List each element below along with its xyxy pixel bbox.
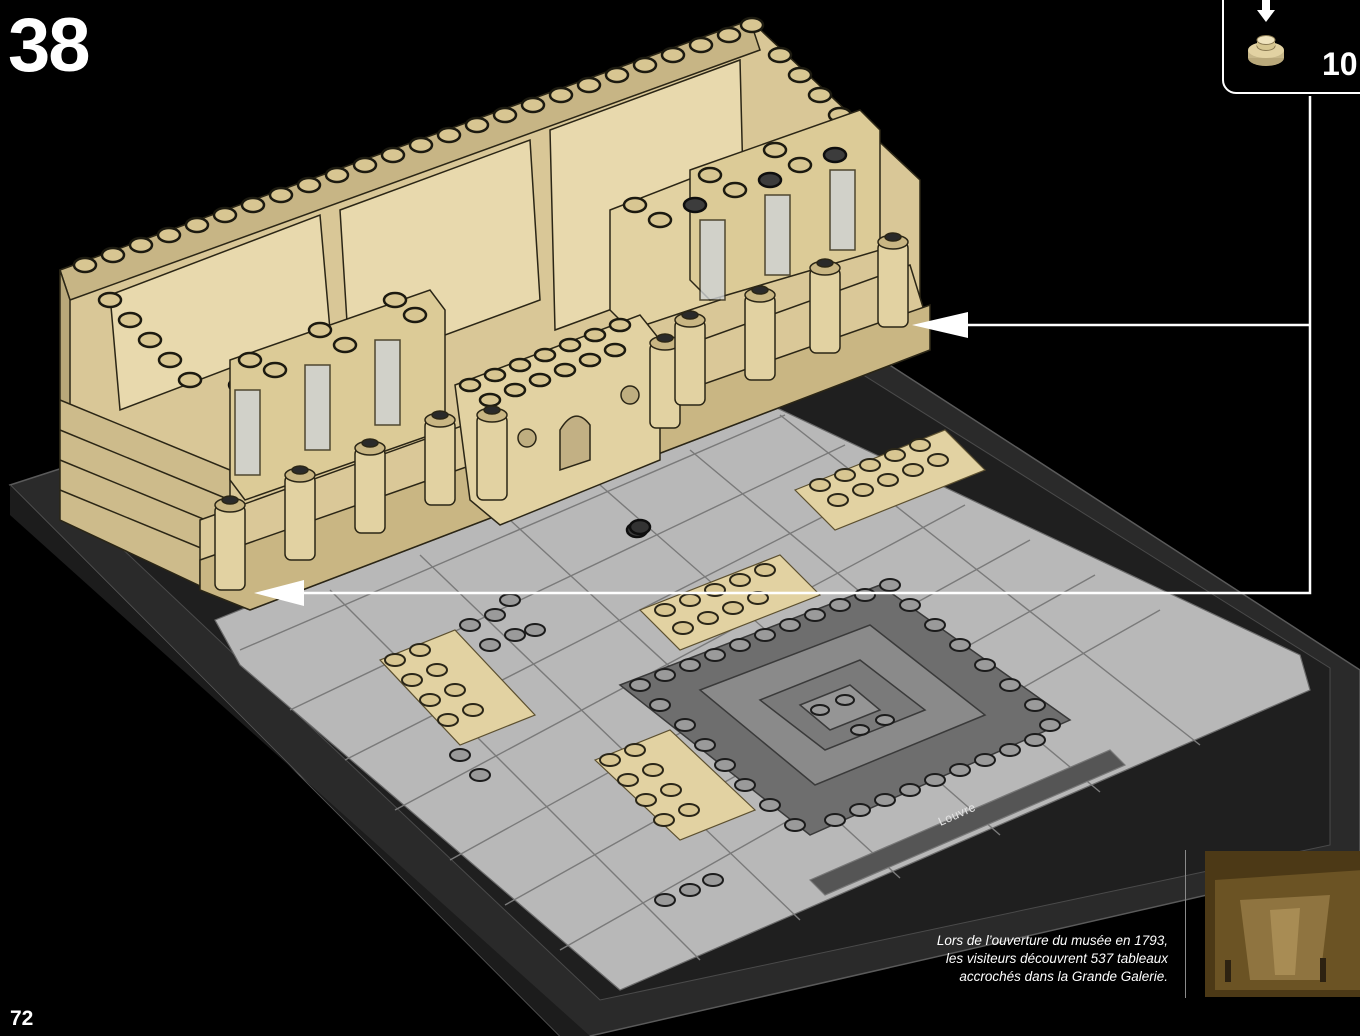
painting-detail (1205, 851, 1360, 997)
caption-line: Lors de l’ouverture du musée en 1793, (848, 932, 1168, 950)
caption-divider (1185, 850, 1186, 998)
caption-line: accrochés dans la Grande Galerie. (848, 968, 1168, 986)
round-plate-part-icon (1248, 0, 1284, 66)
parts-quantity: 10 (1322, 48, 1358, 80)
floor-dark-stud (630, 520, 650, 534)
page-number: 72 (10, 1008, 33, 1029)
caption-text: Lors de l’ouverture du musée en 1793, le… (848, 932, 1168, 986)
caption-line: les visiteurs découvrent 537 tableaux (848, 950, 1168, 968)
